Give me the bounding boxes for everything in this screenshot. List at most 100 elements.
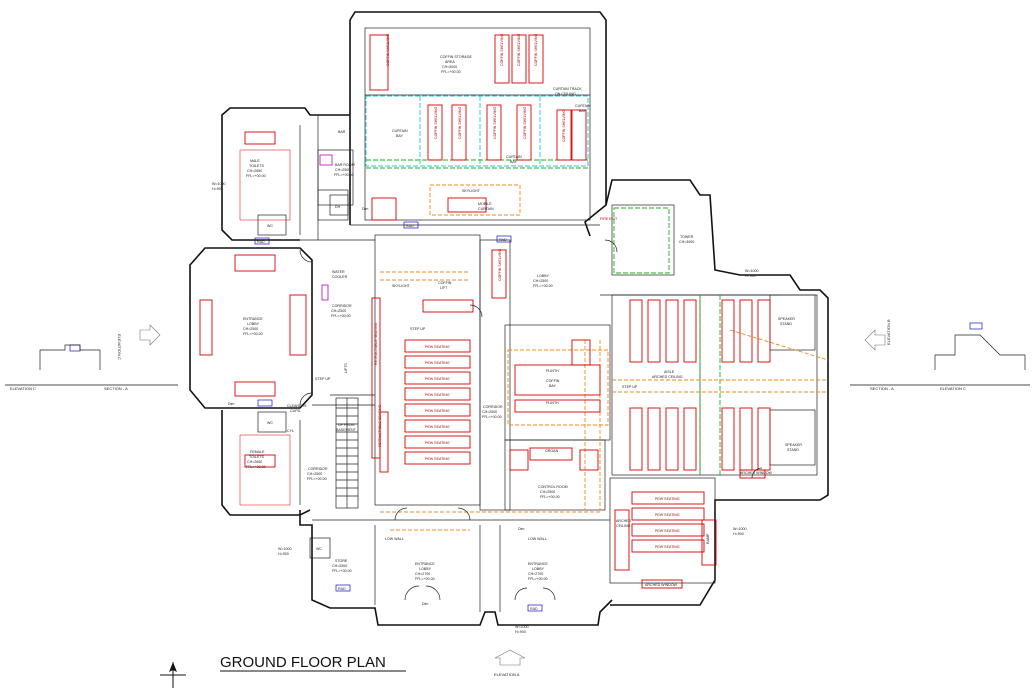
label-elevation-c-left: ELEVATION C: [10, 386, 36, 391]
label-dim-2: Dim: [518, 527, 524, 531]
pew-seating-left: [404, 339, 471, 465]
label-rad-3: RAD: [499, 238, 507, 242]
label-coffin-shelving-5: COFFIN SHELVING: [434, 107, 438, 139]
interior-walls: [257, 27, 818, 612]
section-markers: [5, 324, 1030, 666]
label-cyl: CYL: [287, 429, 294, 433]
label-step-up-1: STEP UP: [410, 327, 426, 331]
label-ramp: RAMP: [706, 533, 710, 544]
door-swings: [299, 239, 763, 601]
label-bar: BAR: [338, 130, 346, 134]
label-dh: DH: [335, 205, 341, 209]
label-coffin-shelving-7: COFFIN SHELVING: [493, 107, 497, 139]
label-fire-exit: FIRE EXIT: [600, 217, 618, 221]
label-coffin-shelving-3: COFFIN SHELVING: [517, 34, 521, 66]
label-rad-5: RAD: [530, 607, 538, 611]
label-low-wall-1: LOW WALL: [528, 537, 547, 541]
label-step-up-3: STEP UP: [315, 377, 331, 381]
curtain-tracks: [365, 95, 721, 475]
label-coffin-shelving-1: COFFIN SHELVING: [386, 34, 390, 66]
label-coffin-shelving-6: COFFIN SHELVING: [458, 107, 462, 139]
label-pew-seating-9: PEW SEATING: [655, 497, 680, 501]
basement-stairs: [336, 398, 358, 508]
label-wc-3: WC: [316, 547, 322, 551]
pew-seating-lower: [631, 491, 705, 553]
label-pew-seating-5: PEW SEATING: [425, 409, 450, 413]
label-pew-seating-3: PEW SEATING: [425, 377, 450, 381]
accent-items: [69, 154, 983, 612]
label-coffin-shelving-9: COFFIN SHELVING: [562, 110, 566, 142]
label-rad-4: RAD: [338, 587, 346, 591]
furniture-labels: COFFIN SHELVING COFFIN SHELVING COFFIN S…: [212, 34, 759, 634]
label-coffin-shelving-8: COFFIN SHELVING: [523, 107, 527, 139]
outer-walls: [189, 11, 829, 626]
label-elevation-c-right: ELEVATION C: [940, 386, 966, 391]
label-dim-4: Dim: [228, 402, 234, 406]
label-plinth-1: PLINTH: [546, 369, 559, 373]
label-coffin-shelving-10: COFFIN SHELVING: [498, 249, 502, 281]
label-rad-1: RAD: [257, 240, 265, 244]
label-coffin-shelving-2: COFFIN SHELVING: [500, 34, 504, 66]
label-elevation-a: ELEVATION A: [494, 672, 520, 677]
label-pew-seating-7: PEW SEATING: [425, 441, 450, 445]
label-section-a-right: SECTION - A: [870, 386, 894, 391]
label-pew-seating-8: PEW SEATING: [425, 457, 450, 461]
north-arrow-icon: [160, 662, 186, 688]
label-wc-2: WC: [267, 421, 273, 425]
label-wc-1: WC: [267, 224, 273, 228]
label-step-up-2: STEP UP: [622, 385, 638, 389]
label-elevation-c-vertical: ELEVATION C: [117, 334, 122, 360]
label-retractable-seating-1: RETRACTABLE SEATING: [374, 322, 378, 365]
label-dim-3: Dim: [362, 207, 368, 211]
circulation-paths: [380, 184, 829, 531]
label-skylight-1: SKYLIGHT: [462, 189, 481, 193]
label-section-a-left: SECTION - A: [104, 386, 128, 391]
label-pew-seating-10: PEW SEATING: [655, 513, 680, 517]
label-dim-1: Dim: [422, 602, 428, 606]
label-lifts: LIFTS: [344, 363, 348, 373]
label-organ: ORGAN: [545, 449, 559, 453]
annotation-labels: ELEVATION C SECTION - A SECTION - A ELEV…: [10, 319, 966, 677]
label-pew-seating-6: PEW SEATING: [425, 425, 450, 429]
coffin-shelving-units: [369, 34, 587, 299]
label-elevation-b: ELEVATION B: [886, 319, 891, 345]
label-pew-seating-11: PEW SEATING: [655, 529, 680, 533]
label-pew-seating-12: PEW SEATING: [655, 545, 680, 549]
label-pew-seating-2: PEW SEATING: [425, 361, 450, 365]
red-fixtures: [199, 131, 766, 589]
label-retractable-seating-2: RETRACTABLE SEATING: [378, 404, 382, 447]
plan-title: GROUND FLOOR PLAN: [220, 654, 386, 671]
